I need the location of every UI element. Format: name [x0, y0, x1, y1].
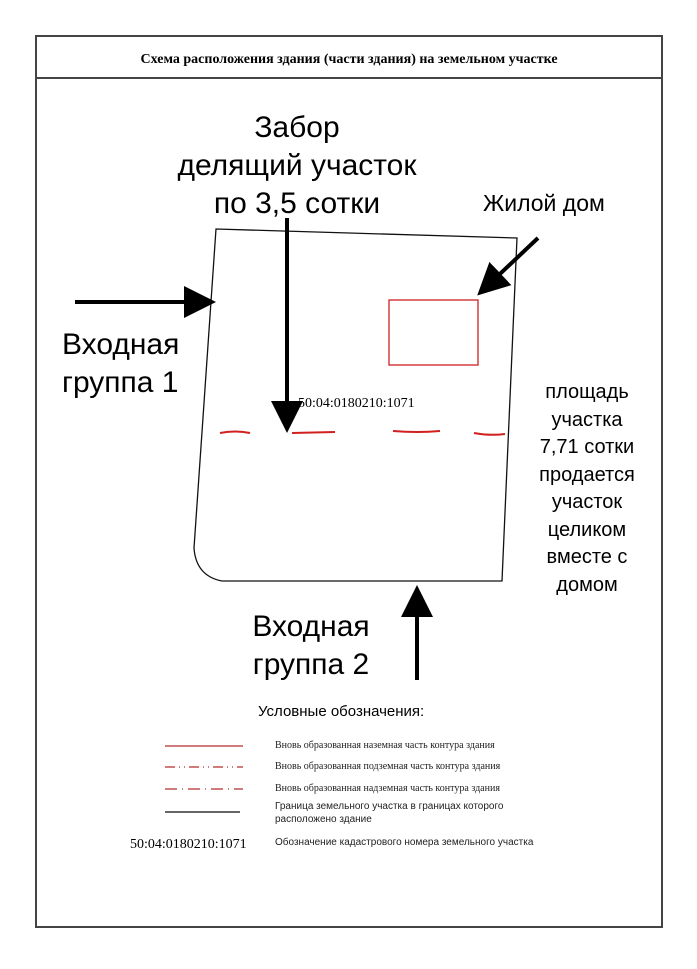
entrance-1-line: Входная — [62, 328, 180, 361]
entrance-2-line: группа 2 — [252, 648, 370, 681]
sale-note-line: 7,71 сотки — [539, 436, 635, 458]
arrow-house — [477, 236, 540, 296]
sale-note-line: вместе с — [546, 546, 628, 568]
sale-note-line: участок — [551, 491, 623, 513]
legend-item-label: Вновь образованная наземная часть контур… — [275, 740, 495, 751]
fence-label: Забор делящий участок по 3,5 сотки — [147, 109, 447, 223]
fence-label-line: по 3,5 сотки — [213, 187, 381, 220]
sale-note-line: домом — [556, 573, 618, 596]
entrance-2-label: Входная группа 2 — [211, 608, 411, 684]
land-plot-boundary — [193, 228, 518, 582]
cadastral-number: 50:04:0180210:1071 — [298, 396, 415, 411]
entrance-1-line: группа 1 — [62, 366, 179, 399]
sale-note-line: участка — [551, 408, 623, 431]
fence-dashed-line — [219, 430, 506, 436]
house-label: Жилой дом — [483, 190, 605, 216]
legend-cadastral-symbol: 50:04:0180210:1071 — [130, 837, 247, 852]
sale-note: площадь участка 7,71 сотки продается уча… — [527, 379, 647, 599]
sale-note-line: площадь — [545, 381, 629, 403]
sale-note-line: целиком — [547, 518, 627, 541]
legend-item-label: Вновь образованная подземная часть конту… — [275, 761, 501, 772]
legend-symbols — [165, 745, 243, 813]
legend-item-label: Граница земельного участка в границах ко… — [275, 801, 504, 825]
page-title: Схема расположения здания (части здания)… — [35, 35, 663, 79]
fence-label-line: Забор — [254, 111, 340, 144]
sale-note-line: продается — [539, 463, 635, 486]
fence-label-line: делящий участок — [177, 149, 417, 182]
legend-item-label: Вновь образованная надземная часть конту… — [275, 783, 500, 794]
page-frame — [35, 35, 663, 928]
entrance-2-line: Входная — [252, 610, 370, 643]
residential-house — [388, 299, 479, 366]
legend-title: Условные обозначения: — [258, 703, 425, 720]
entrance-1-label: Входная группа 1 — [62, 326, 179, 402]
legend-item-label: Обозначение кадастрового номера земельно… — [275, 837, 534, 848]
